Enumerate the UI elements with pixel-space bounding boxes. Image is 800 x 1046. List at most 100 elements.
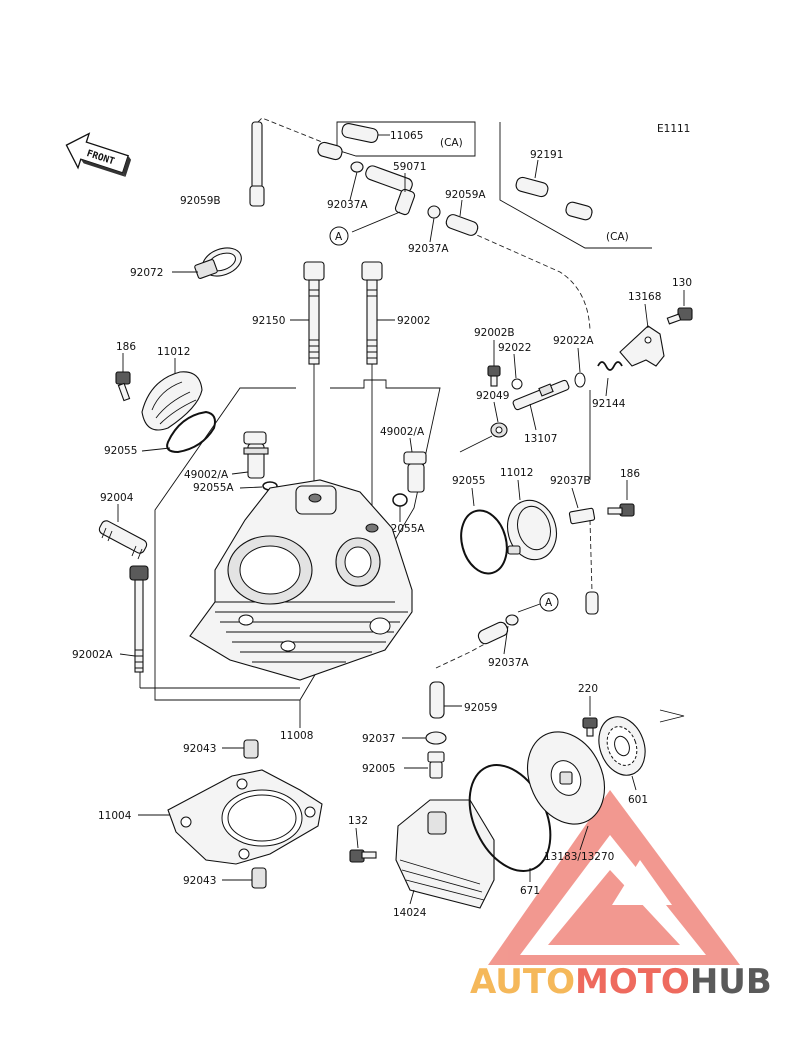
label-11065: 11065 <box>390 130 423 142</box>
label-92004: 92004 <box>100 492 134 504</box>
label-92043-1: 92043 <box>183 743 216 755</box>
label-ca-top: (CA) <box>440 137 463 149</box>
watermark-auto: AUTO <box>470 962 575 1002</box>
callout-a-1-text: A <box>335 231 343 243</box>
label-92037a-1: 92037A <box>327 199 368 211</box>
spring-92144 <box>597 361 623 371</box>
hose-route-lower <box>435 639 493 669</box>
front-arrow-icon: FRONT <box>65 132 132 177</box>
shaft-13107 <box>512 379 570 411</box>
bolt-92002b <box>487 365 501 387</box>
shaft-hint <box>659 709 685 723</box>
dowel-92043-1 <box>243 739 259 759</box>
label-92022: 92022 <box>498 342 531 354</box>
fitting-92005 <box>427 751 445 779</box>
label-11004: 11004 <box>98 810 132 822</box>
label-13183: 13183/13270 <box>544 851 614 863</box>
washer-92022a <box>574 372 586 388</box>
label-601: 601 <box>628 794 648 806</box>
cover-11012-2 <box>507 499 557 561</box>
label-220: 220 <box>578 683 598 695</box>
watermark-logo <box>488 790 740 965</box>
label-92049: 92049 <box>476 390 509 402</box>
label-186-1: 186 <box>116 341 136 353</box>
clamp-92037a-1 <box>350 161 364 173</box>
label-ca-right: (CA) <box>606 231 629 243</box>
cover-11012-1 <box>141 371 203 431</box>
hose-92191-b <box>565 201 593 221</box>
dowel-92043-2 <box>251 867 267 889</box>
stud-92150 <box>303 261 325 365</box>
label-49002a-1: 49002/A <box>184 469 229 481</box>
clamp-92037 <box>425 731 447 745</box>
label-92037a-2: 92037A <box>408 243 449 255</box>
hose-route-top <box>257 117 323 143</box>
label-92002a: 92002A <box>72 649 113 661</box>
label-92002b: 92002B <box>474 327 515 339</box>
label-49002a-2: 49002/A <box>380 426 425 438</box>
label-92150: 92150 <box>252 315 285 327</box>
clamp-92037a-2 <box>427 205 441 219</box>
diagram-code: E1111 <box>657 123 690 135</box>
gasket-11004 <box>167 769 323 865</box>
label-92055a-1: 92055A <box>193 482 234 494</box>
stud-92002a <box>129 565 149 673</box>
bracket-13168 <box>619 325 665 367</box>
cylinder-head-11008 <box>189 479 413 681</box>
label-92055a-2: 92055A <box>384 523 425 535</box>
label-13168: 13168 <box>628 291 661 303</box>
fitting-49002a-1 <box>243 431 269 479</box>
label-14024: 14024 <box>393 907 427 919</box>
bolt-130 <box>666 307 693 325</box>
watermark-moto: MOTO <box>575 962 690 1002</box>
bearing-601 <box>598 716 646 776</box>
label-671: 671 <box>520 885 540 897</box>
label-11012-1: 11012 <box>157 346 190 358</box>
fitting-49002a-2 <box>403 451 427 493</box>
hose-end-92059b <box>249 185 265 207</box>
label-92055-2: 92055 <box>452 475 485 487</box>
watermark-text: AUTOMOTOHUB <box>470 962 772 1002</box>
svg-text:AUTOMOTOHUB: AUTOMOTOHUB <box>470 962 772 1002</box>
hose-92059a <box>445 214 479 236</box>
watermark-hub: HUB <box>690 962 772 1002</box>
label-92037: 92037 <box>362 733 395 745</box>
hose-92191-a <box>515 176 549 198</box>
hose-lower-right <box>585 591 599 615</box>
label-92043-2: 92043 <box>183 875 216 887</box>
clamp-92037b <box>568 507 596 525</box>
label-92055-1: 92055 <box>104 445 137 457</box>
callout-a-2-text: A <box>545 597 553 609</box>
head-frame <box>154 379 441 701</box>
label-130: 130 <box>672 277 692 289</box>
label-92002: 92002 <box>397 315 430 327</box>
label-92144: 92144 <box>592 398 626 410</box>
label-59071: 59071 <box>393 161 426 173</box>
label-186-2: 186 <box>620 468 640 480</box>
label-11008: 11008 <box>280 730 313 742</box>
screw-220 <box>582 717 598 737</box>
bolt-186-2 <box>607 503 635 517</box>
callout-a-1 <box>329 226 349 246</box>
pipe-11065 <box>341 122 379 144</box>
label-92059b: 92059B <box>180 195 221 207</box>
label-92037a-3: 92037A <box>488 657 529 669</box>
label-92059: 92059 <box>464 702 497 714</box>
callout-a-2 <box>539 592 559 612</box>
label-92059a: 92059A <box>445 189 486 201</box>
ca-box-right <box>499 122 652 249</box>
pipe-small-top <box>317 141 343 161</box>
washer-92022 <box>511 378 523 390</box>
label-92005: 92005 <box>362 763 395 775</box>
t-joint-59071 <box>365 165 416 216</box>
hose-92037a-lower <box>477 621 509 645</box>
clamp-92037a-3 <box>505 614 519 626</box>
label-11012-2: 11012 <box>500 467 533 479</box>
label-92037b: 92037B <box>550 475 591 487</box>
housing-14024 <box>395 799 495 909</box>
clamp-92072 <box>194 247 242 279</box>
hose-route-right <box>469 231 591 331</box>
stud-92004 <box>98 520 148 560</box>
hose-92059 <box>429 681 445 719</box>
